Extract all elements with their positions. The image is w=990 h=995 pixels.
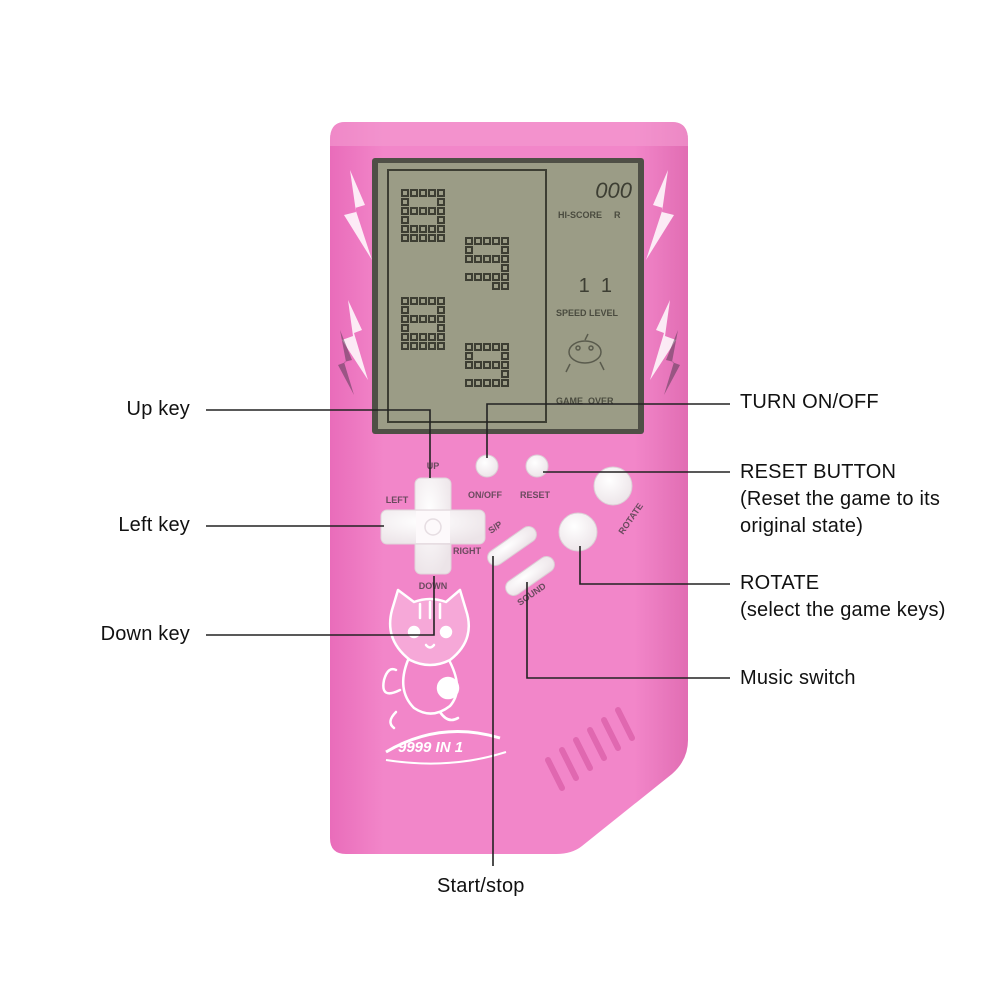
lightning-decoration-right [646, 170, 676, 380]
callout-down-key-text: Down key [100, 623, 190, 645]
lcd-speed-level-label: SPEED LEVEL [556, 308, 619, 318]
callout-music-switch-text: Music switch [740, 667, 856, 689]
action-button-top[interactable] [593, 466, 633, 506]
callout-reset-line2: (Reset the game to its [740, 488, 941, 510]
lcd-score-digits: 000 [595, 178, 632, 203]
rotate-button[interactable] [558, 512, 598, 552]
cat-mascot-graphic [382, 588, 470, 730]
console-top-edge [330, 122, 688, 146]
leader-music-switch [526, 582, 730, 679]
play-area-frame [387, 169, 547, 423]
lcd-mascot-icon [565, 333, 605, 373]
lightning-decoration-left [342, 170, 372, 380]
callout-up-key-text: Up key [126, 398, 190, 420]
on-off-label: ON/OFF [468, 490, 502, 500]
callout-reset-line1: RESET BUTTON [740, 461, 897, 483]
lcd-hi-score-label: HI-SCORE [558, 210, 602, 220]
leader-up-key [206, 409, 431, 478]
reset-label: RESET [520, 490, 551, 500]
lcd-bricks [401, 189, 509, 387]
callout-start-stop-text: Start/stop [437, 875, 525, 897]
callout-rotate: ROTATE (select the game keys) [740, 570, 946, 624]
left-label: LEFT [386, 495, 409, 505]
leader-turn-on-off [486, 403, 730, 458]
on-off-button[interactable] [475, 454, 499, 478]
callout-music-switch: Music switch [740, 665, 856, 692]
callout-reset-line3: original state) [740, 515, 864, 537]
callout-lines [206, 403, 730, 866]
callout-up-key: Up key [127, 396, 190, 423]
lcd-hi-score-marker: R [614, 210, 621, 220]
callout-turn-on-off-text: TURN ON/OFF [740, 391, 879, 413]
leader-rotate [579, 546, 730, 585]
callout-rotate-line2: (select the game keys) [740, 599, 946, 621]
reset-button[interactable] [525, 454, 549, 478]
down-label: DOWN [419, 581, 448, 591]
lcd-game-over-label: GAME OVER [556, 396, 614, 406]
callout-reset-button: RESET BUTTON (Reset the game to its orig… [740, 459, 940, 540]
lcd-speed-level-digits: 1 1 [579, 275, 612, 297]
sound-button[interactable] [502, 553, 557, 598]
callout-down-key: Down key [101, 621, 190, 648]
start-pause-button[interactable] [484, 523, 539, 568]
callout-turn-on-off: TURN ON/OFF [740, 389, 879, 416]
up-label: UP [427, 461, 440, 471]
callout-rotate-line1: ROTATE [740, 572, 820, 594]
d-pad[interactable] [380, 477, 486, 575]
brand-text: 9999 IN 1 [398, 739, 463, 756]
callout-start-stop: Start/stop [437, 873, 525, 900]
callout-left-key: Left key [118, 512, 190, 539]
speaker-grille [545, 707, 635, 791]
brand-swoosh [385, 730, 501, 754]
callout-left-key-text: Left key [118, 514, 190, 536]
leader-down-key [206, 576, 435, 636]
right-label: RIGHT [453, 546, 482, 556]
